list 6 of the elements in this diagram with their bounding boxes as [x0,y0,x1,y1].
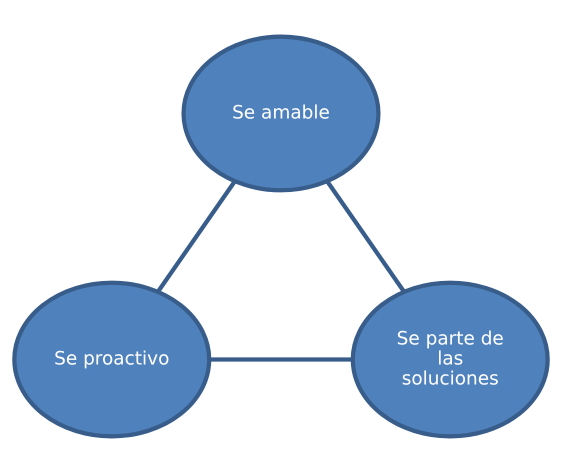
node-ellipse: Se parte de las soluciones [350,280,550,438]
node-ellipse: Se proactivo [12,280,212,438]
node-ellipse: Se amable [181,34,381,192]
connector [156,180,236,292]
connector [210,356,352,362]
connector [326,180,406,292]
